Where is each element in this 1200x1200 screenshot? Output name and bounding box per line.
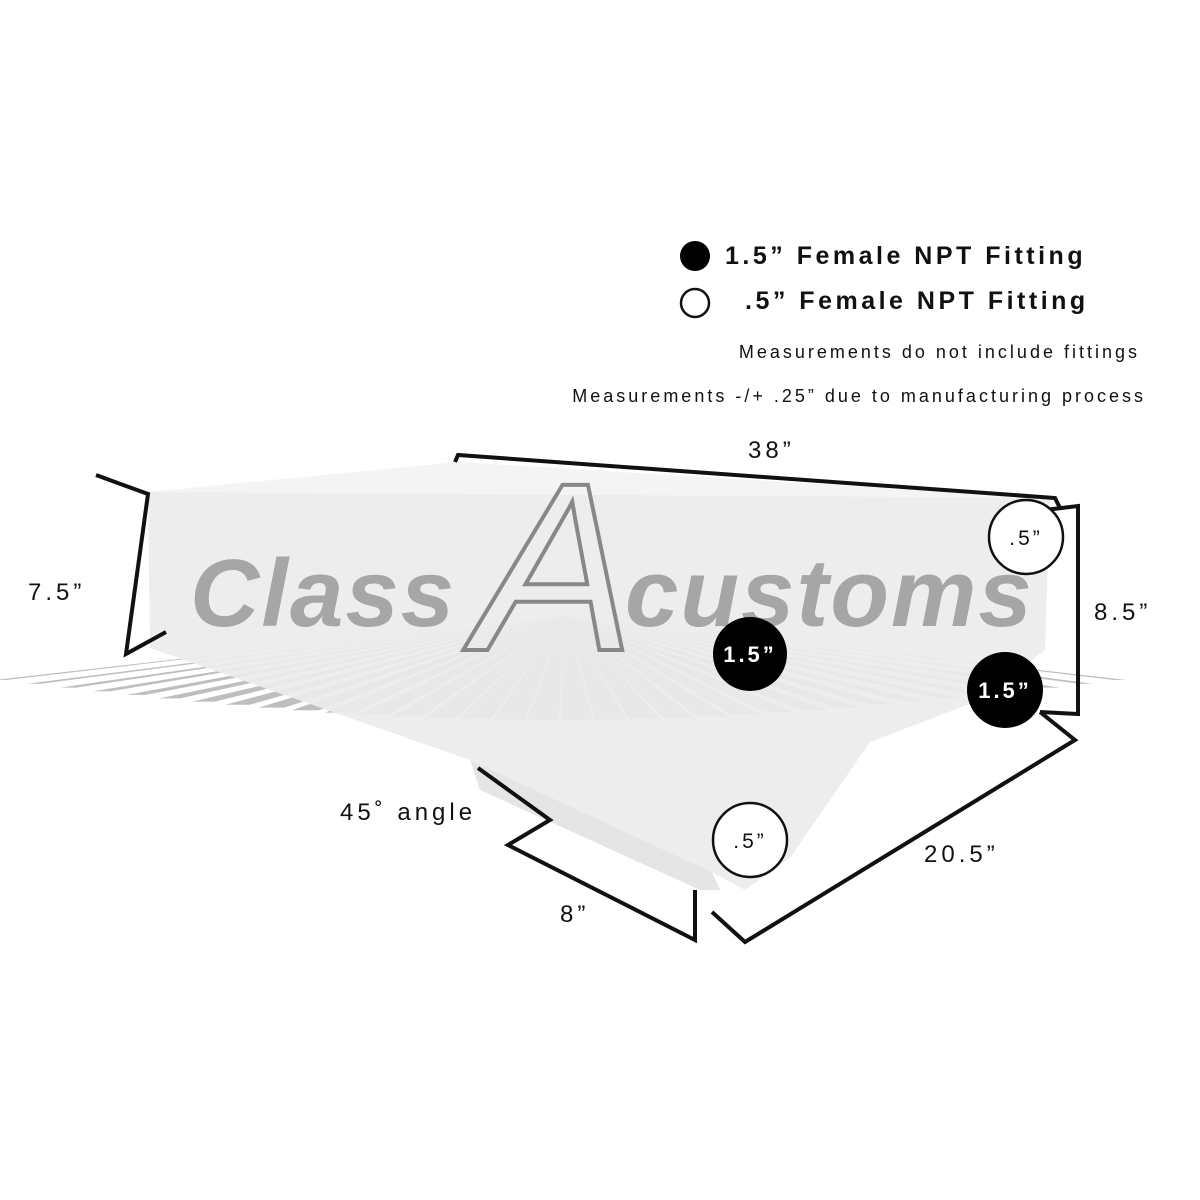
length-label: 38” bbox=[748, 437, 795, 464]
tank-body bbox=[148, 462, 1050, 890]
tank-front-face bbox=[148, 492, 1050, 890]
fitting-right-low: 1.5” bbox=[967, 652, 1043, 728]
large-fitting-legend-icon bbox=[680, 241, 710, 271]
small-fitting-legend-label: .5” Female NPT Fitting bbox=[745, 287, 1089, 315]
angle-label: 45˚ angle bbox=[340, 799, 476, 826]
watermark-monogram: A bbox=[463, 433, 635, 701]
fitting-front-center-label: 1.5” bbox=[723, 642, 777, 667]
bevel-dimension-line bbox=[476, 766, 697, 944]
watermark-right-text: customs bbox=[625, 540, 1034, 647]
note-tolerance: Measurements -/+ .25” due to manufacturi… bbox=[572, 386, 1146, 406]
fitting-top-right-label: .5” bbox=[1009, 527, 1043, 550]
fitting-front-center: 1.5” bbox=[713, 617, 787, 691]
length-dimension-line bbox=[453, 452, 1062, 509]
back-height-label: 7.5” bbox=[28, 579, 85, 606]
depth-label: 20.5” bbox=[924, 841, 999, 868]
watermark-left-text: Class bbox=[190, 540, 456, 647]
bevel-label: 8” bbox=[560, 901, 589, 928]
fitting-bottom-corner: .5” bbox=[711, 801, 789, 879]
front-height-dimension-line bbox=[1039, 503, 1080, 717]
large-fitting-legend-label: 1.5” Female NPT Fitting bbox=[725, 242, 1086, 270]
front-height-label: 8.5” bbox=[1094, 599, 1151, 626]
small-fitting-legend-icon bbox=[679, 287, 711, 319]
tank-bevel-face bbox=[470, 760, 720, 890]
legend: 1.5” Female NPT Fitting .5” Female NPT F… bbox=[679, 241, 1089, 319]
note-fittings: Measurements do not include fittings bbox=[739, 342, 1140, 362]
depth-dimension-line bbox=[710, 710, 1079, 945]
fitting-top-right: .5” bbox=[987, 498, 1065, 576]
watermark-logo: Class A customs bbox=[190, 431, 1034, 703]
fitting-right-low-label: 1.5” bbox=[978, 678, 1032, 703]
dimension-lines bbox=[95, 452, 1080, 945]
fitting-bottom-corner-label: .5” bbox=[733, 830, 767, 853]
back-height-dimension-line bbox=[95, 473, 167, 658]
